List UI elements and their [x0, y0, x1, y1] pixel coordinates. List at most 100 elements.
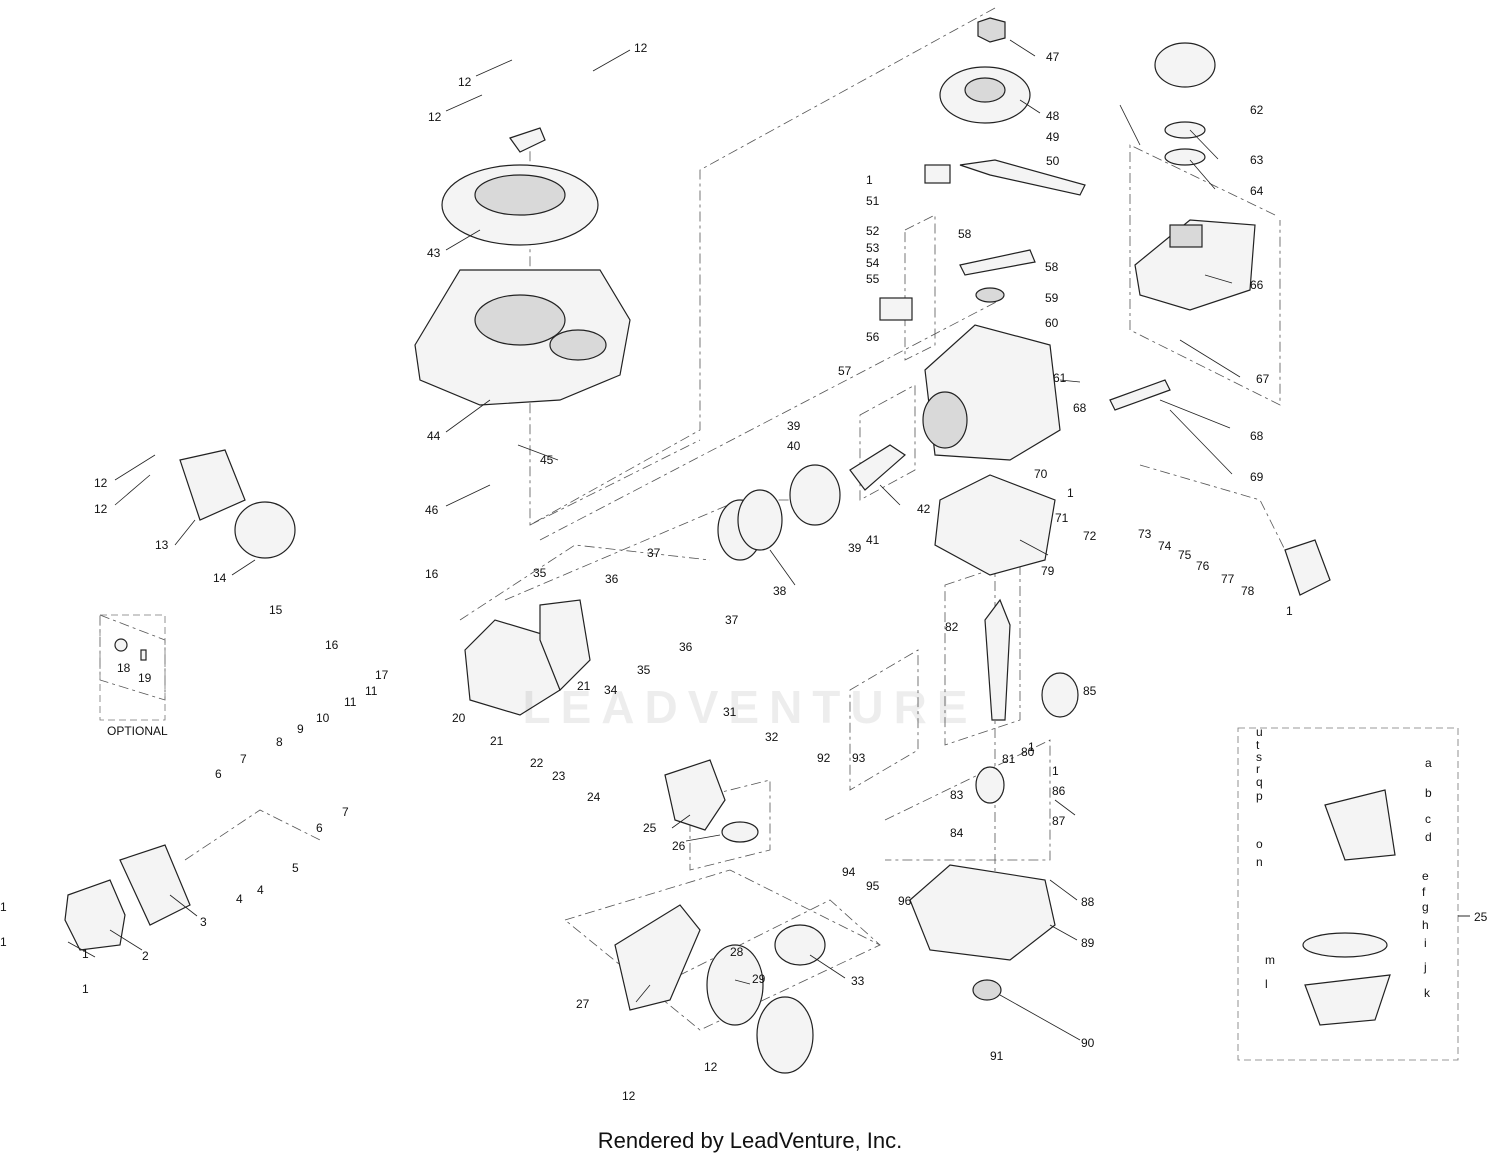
part-label-62: 62: [1250, 103, 1264, 117]
part-label-61: 61: [1053, 371, 1067, 385]
part-label-39: 39: [787, 419, 801, 433]
part-label-10: 10: [316, 711, 330, 725]
part-label-51: 51: [866, 194, 880, 208]
part-label-h: h: [1422, 918, 1429, 932]
part-label-1: 1: [0, 935, 7, 949]
part-label-m: m: [1265, 953, 1275, 967]
part-label-46: 46: [425, 503, 439, 517]
part-label-22: 22: [530, 756, 544, 770]
part-label-14: 14: [213, 571, 227, 585]
part-label-55: 55: [866, 272, 880, 286]
part-label-84: 84: [950, 826, 964, 840]
part-label-41: 41: [866, 533, 880, 547]
part-label-31: 31: [723, 705, 737, 719]
part-label-o: o: [1256, 837, 1263, 851]
part-label-37: 37: [647, 546, 661, 560]
piston-drawing: [789, 464, 841, 526]
part-label-r: r: [1256, 762, 1260, 776]
part-label-44: 44: [427, 429, 441, 443]
part-label-71: 71: [1055, 511, 1069, 525]
part-label-80: 80: [1021, 745, 1035, 759]
part-label-4: 4: [257, 883, 264, 897]
part-label-18: 18: [117, 661, 131, 675]
starter-handle-drawing: [509, 127, 546, 153]
optional-label: OPTIONAL: [107, 724, 168, 738]
part-label-93: 93: [852, 751, 866, 765]
optional-part-18-drawing: [114, 638, 128, 652]
parts-drawings: [64, 17, 1396, 1074]
part-label-1: 1: [1286, 604, 1293, 618]
part-label-36: 36: [605, 572, 619, 586]
part-label-57: 57: [838, 364, 852, 378]
part-label-48: 48: [1046, 109, 1060, 123]
carburetor-detail-box: [1237, 727, 1459, 1061]
part-label-29: 29: [752, 972, 766, 986]
part-label-73: 73: [1138, 527, 1152, 541]
part-label-78: 78: [1241, 584, 1255, 598]
part-label-11: 11: [365, 684, 378, 698]
part-label-u: u: [1256, 725, 1263, 739]
part-label-81: 81: [1002, 752, 1016, 766]
part-label-58: 58: [958, 227, 972, 241]
part-label-2: 2: [142, 949, 149, 963]
part-label-47: 47: [1046, 50, 1060, 64]
part-label-j: j: [1423, 960, 1427, 974]
float-bowl-drawing: [1304, 974, 1391, 1026]
part-label-34: 34: [604, 683, 618, 697]
part-label-5: 5: [292, 861, 299, 875]
part-label-s: s: [1256, 750, 1262, 764]
part-label-21: 21: [577, 679, 591, 693]
part-label-q: q: [1256, 775, 1263, 789]
fuel-cap-drawing: [1154, 42, 1216, 88]
part-label-75: 75: [1178, 548, 1192, 562]
leader-lines: [67, 39, 1470, 1041]
part-label-60: 60: [1045, 316, 1059, 330]
part-label-1: 1: [0, 900, 7, 914]
part-label-12: 12: [428, 110, 442, 124]
part-label-23: 23: [552, 769, 566, 783]
part-label-96: 96: [898, 894, 912, 908]
ignition-module-drawing: [614, 904, 701, 1011]
part-label-45: 45: [540, 453, 554, 467]
part-label-83: 83: [950, 788, 964, 802]
part-label-g: g: [1422, 900, 1429, 914]
part-label-87: 87: [1052, 814, 1066, 828]
part-label-40: 40: [787, 439, 801, 453]
part-label-92: 92: [817, 751, 831, 765]
part-label-16: 16: [325, 638, 339, 652]
part-labels: 12 12 12 43 44 45 46 12 12 13 14 15 16 1…: [0, 41, 1488, 1103]
part-label-1: 1: [1067, 486, 1074, 500]
part-label-74: 74: [1158, 539, 1172, 553]
part-label-16: 16: [425, 567, 439, 581]
part-label-68: 68: [1250, 429, 1264, 443]
part-label-1: 1: [1052, 764, 1059, 778]
part-label-35: 35: [637, 663, 651, 677]
part-label-l: l: [1265, 977, 1268, 991]
crankcase-gasket-drawing: [934, 474, 1056, 576]
part-label-a: a: [1425, 756, 1432, 770]
part-label-69: 69: [1250, 470, 1264, 484]
footer-credit: Rendered by LeadVenture, Inc.: [597, 1128, 903, 1153]
crank-gear-drawing: [975, 766, 1005, 804]
part-label-d: d: [1425, 830, 1432, 844]
part-label-79: 79: [1041, 564, 1055, 578]
optional-part-19-drawing: [140, 649, 147, 661]
part-label-i: i: [1424, 936, 1427, 950]
connecting-rod-drawing: [849, 444, 906, 491]
part-label-91: 91: [990, 1049, 1004, 1063]
part-label-38: 38: [773, 584, 787, 598]
part-label-54: 54: [866, 256, 880, 270]
fuel-line-drawing: [1109, 379, 1171, 411]
valve-cover-drawing: [64, 879, 126, 951]
carburetor-drawing: [664, 759, 726, 831]
part-label-1: 1: [866, 173, 873, 187]
oil-seal-drawing: [972, 979, 1002, 1001]
pulley-drawing: [774, 924, 826, 966]
part-label-8: 8: [276, 735, 283, 749]
part-label-27: 27: [576, 997, 590, 1011]
part-label-64: 64: [1250, 184, 1264, 198]
cam-gear-drawing: [1041, 672, 1079, 718]
part-label-12: 12: [704, 1060, 718, 1074]
part-label-72: 72: [1083, 529, 1097, 543]
